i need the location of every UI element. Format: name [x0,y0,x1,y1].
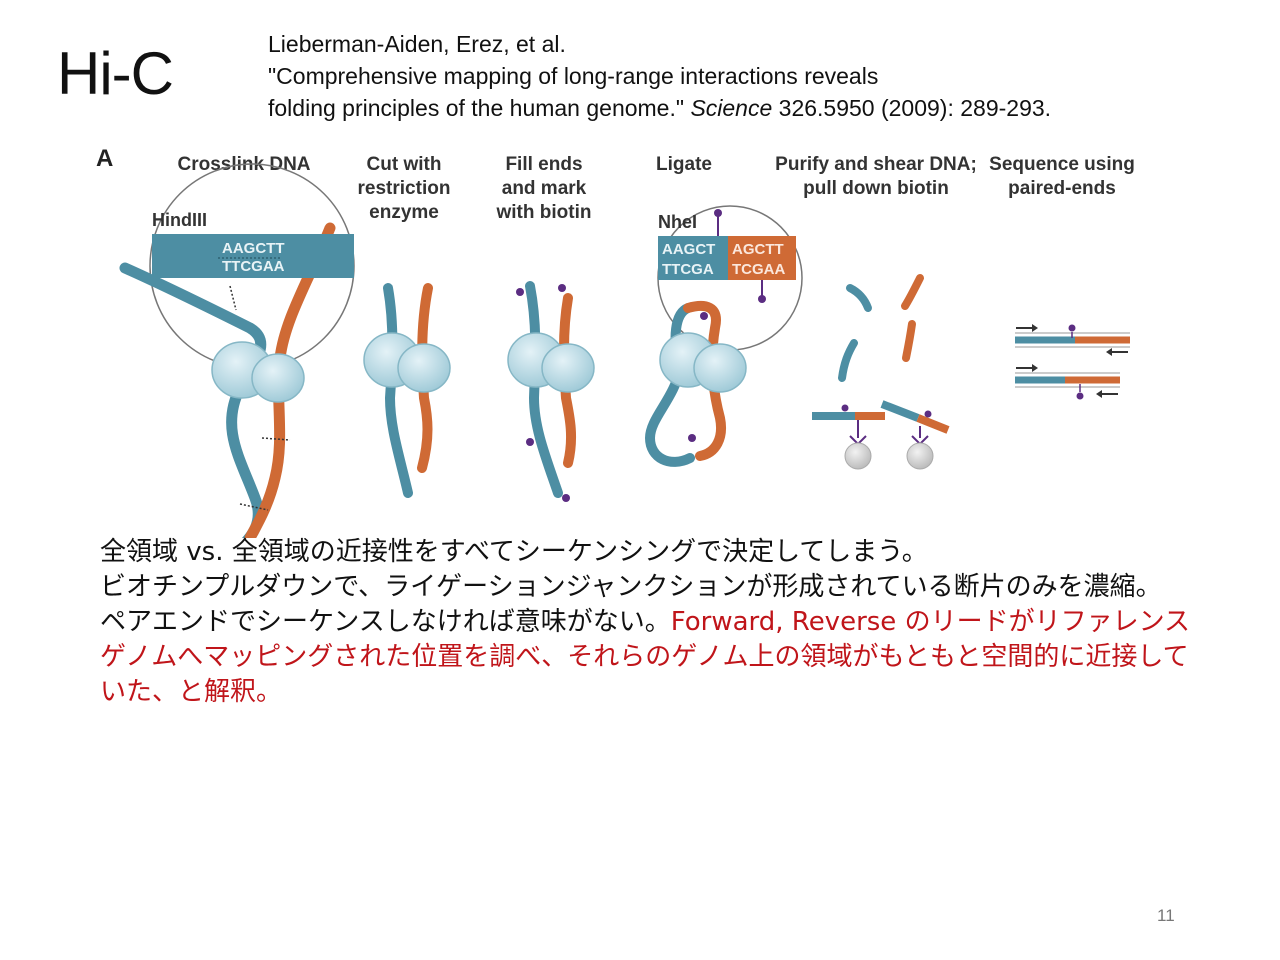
biotin-mark [714,209,722,217]
dna-fragment-orange [559,293,577,468]
restriction-site-mark [239,503,269,511]
biotin-mark [924,410,932,418]
pulled-fragment-orange [916,414,950,434]
citation-line-2: "Comprehensive mapping of long-range int… [268,63,879,89]
explanation-line-1: 全領域 vs. 全領域の近接性をすべてシーケンシングで決定してしまう。 [100,537,928,567]
citation-line-1: Lieberman-Aiden, Erez, et al. [268,31,566,57]
dna-strand-blue [119,262,267,538]
page-number: 11 [1157,906,1175,925]
streptavidin-bead [906,442,934,470]
explanation-line-2: ビオチンプルダウンで、ライゲーションジャンクションが形成されている断片のみを濃縮… [100,572,1162,602]
biotin-mark [562,494,570,502]
dna-fragment-orange [902,320,916,362]
step-label-line: Fill ends [505,154,582,175]
explanation-black-part: ペアエンドでシーケンスしなければ意味がない。 [100,607,671,637]
dna-fragment-orange [901,274,924,310]
citation-volume-pages: 326.5950 (2009): 289-293. [772,95,1052,121]
biotin-mark [1068,324,1076,332]
dna-fragment-blue [525,281,563,498]
forward-read-arrowhead [1032,364,1038,372]
hindiii-site-box [152,234,354,278]
citation-line-3: folding principles of the human genome."… [268,92,1051,124]
fill-ends-illustration [507,281,595,502]
ligation-junction-right [728,236,796,280]
nucleosome [397,343,451,393]
dna-fragment-blue [846,284,872,312]
sequence-illustration [1015,324,1130,400]
ligation-junction-left [658,236,728,280]
citation-authors-title: folding principles of the human genome." [268,95,691,121]
ligate-illustration: AAGCT AGCTT TTCGA TCGAA NheI [644,205,803,467]
citation-journal: Science [690,95,773,121]
step-label-purify: Purify and shear DNA; pull down biotin [775,154,977,199]
crosslink-illustration: AAGCTT TTCGAA HindIII [119,163,355,538]
dna-strand-orange [244,222,336,538]
seq2-bottom-left: TTCGA [662,261,714,278]
nucleosome [251,353,305,403]
seq1-bottom: TTCGAA [222,258,285,275]
step-label-line: paired-ends [1008,178,1116,199]
restriction-site-mark [229,285,237,311]
pulled-fragment-blue [880,400,920,422]
step-label-line: enzyme [369,202,439,223]
dna-fragment-blue [838,339,858,382]
biotin-mark [1076,392,1084,400]
panel-letter: A [96,145,113,172]
enzyme-hindiii-label: HindIII [152,210,207,230]
step-label-sequence: Sequence using paired-ends [989,154,1135,199]
step-label-line: restriction [358,178,451,199]
restriction-site-mark [261,437,291,441]
dna-fragment-blue [383,283,413,498]
biotin-mark [688,434,696,442]
citation: Lieberman-Aiden, Erez, et al. "Comprehen… [268,28,1051,124]
biotin-mark [526,438,534,446]
step-label-line: Purify and shear DNA; [775,154,977,175]
reverse-read-arrowhead [1096,390,1102,398]
biotin-mark [700,312,708,320]
enzyme-nhei-label: NheI [658,212,697,232]
step-label-line: Ligate [656,154,712,175]
nucleosome [693,343,747,393]
reverse-read-arrowhead [1106,348,1112,356]
biotin-mark [516,288,524,296]
seq2-top-left: AAGCT [662,241,715,258]
streptavidin-bead [844,442,872,470]
step-label-line: pull down biotin [803,178,949,199]
explanation-text: 全領域 vs. 全領域の近接性をすべてシーケンシングで決定してしまう。 ビオチン… [100,535,1200,710]
step-label-line: Cut with [367,154,442,175]
step-label-line: Sequence using [989,154,1135,175]
explanation-red-part: Forward, Reverse のリードがリファレンスゲノムへマッピングされた… [100,607,1191,707]
seq1-top: AAGCTT [222,240,285,257]
step-label-line: and mark [502,178,587,199]
biotin-mark [758,295,766,303]
nucleosome [541,343,595,393]
step-label-ligate: Ligate [656,154,712,175]
biotin-mark [558,284,566,292]
forward-read-arrowhead [1032,324,1038,332]
slide-title: Hi-C [57,40,174,107]
hic-workflow-figure: A Crosslink DNA Cut with restriction enz… [96,145,1135,538]
purify-illustration [812,274,950,470]
dna-fragment-orange [417,283,433,473]
cut-illustration [363,283,451,498]
explanation-line-3: ペアエンドでシーケンスしなければ意味がない。Forward, Reverse の… [100,605,1200,710]
step-label-line: with biotin [496,202,592,223]
step-label-cut: Cut with restriction enzyme [358,154,451,223]
step-label-fill: Fill ends and mark with biotin [496,154,592,223]
dna-loop-blue [644,303,695,467]
seq2-bottom-right: TCGAA [732,261,785,278]
seq2-top-right: AGCTT [732,241,784,258]
biotin-mark [841,404,849,412]
